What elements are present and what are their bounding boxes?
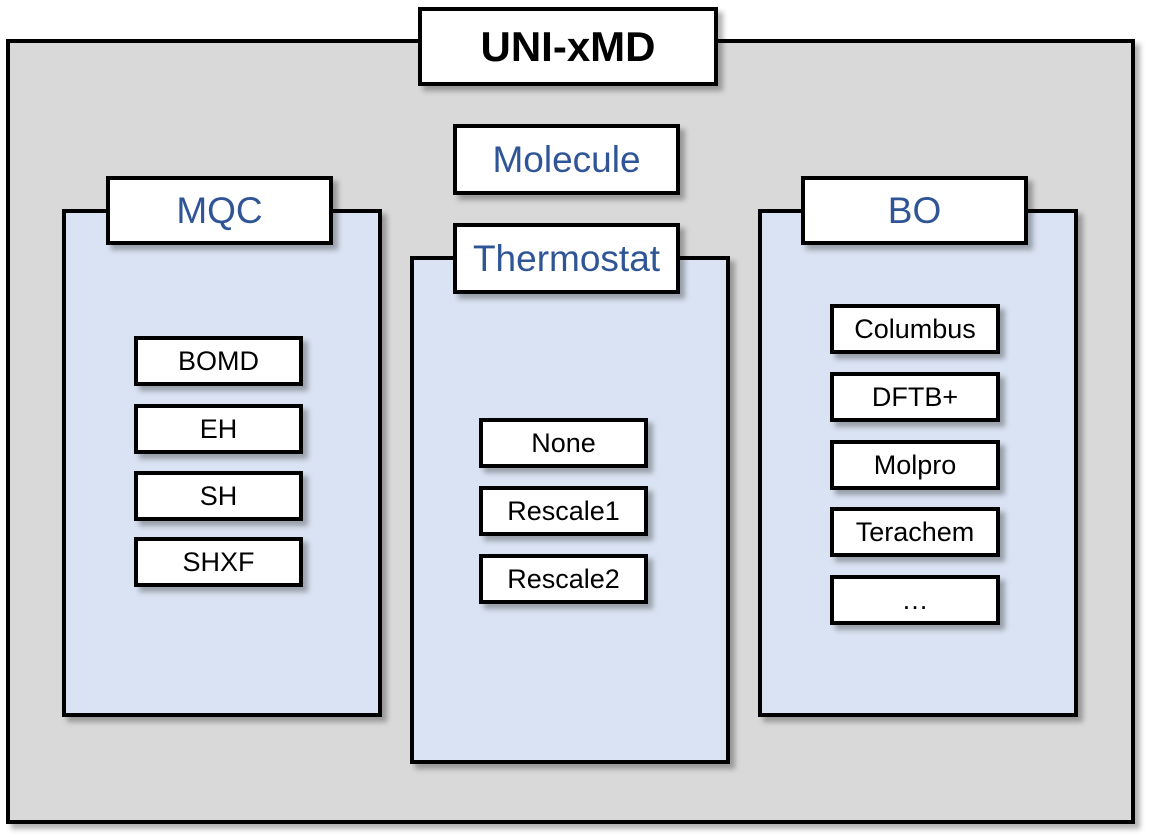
mqc-item-shxf: SHXF xyxy=(134,537,303,587)
bo-item-terachem: Terachem xyxy=(830,507,1000,557)
bo-item-molpro: Molpro xyxy=(830,440,1000,490)
mqc-item-eh: EH xyxy=(134,404,303,454)
bo-item-columbus: Columbus xyxy=(830,304,1000,354)
mqc-item-sh: SH xyxy=(134,471,303,521)
thermostat-item-rescale1: Rescale1 xyxy=(479,486,648,536)
thermostat-label: Thermostat xyxy=(453,223,680,294)
mqc-label: MQC xyxy=(106,176,333,245)
mqc-panel xyxy=(62,209,382,717)
thermostat-item-rescale2: Rescale2 xyxy=(479,554,648,604)
thermostat-item-none: None xyxy=(479,418,648,468)
mqc-item-bomd: BOMD xyxy=(134,336,303,386)
bo-label: BO xyxy=(801,176,1028,245)
bo-item-ellipsis: … xyxy=(830,575,1000,625)
diagram-title: UNI-xMD xyxy=(418,7,718,86)
molecule-label: Molecule xyxy=(453,124,680,195)
bo-item-dftb: DFTB+ xyxy=(830,372,1000,422)
